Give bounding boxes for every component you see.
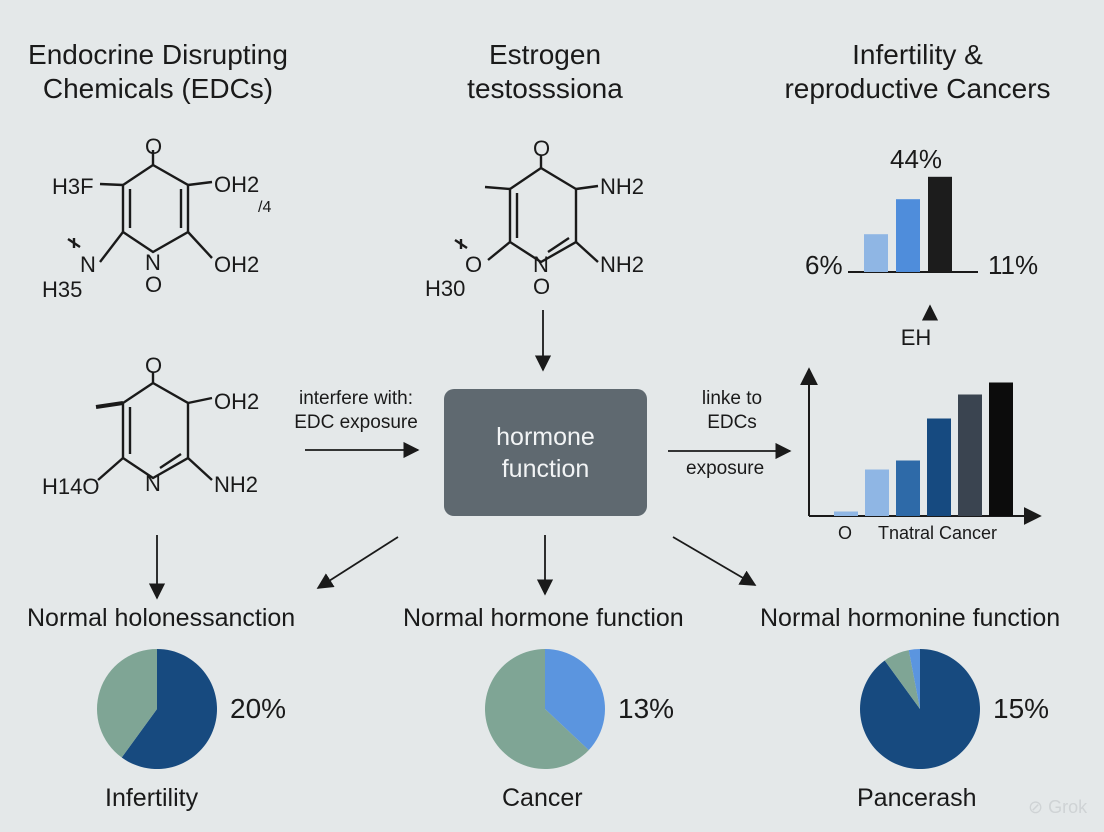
large-chart-bar xyxy=(834,511,858,516)
atom-h35: H35 xyxy=(42,277,82,302)
atom-h14o: H14O xyxy=(42,474,99,499)
small-chart-right-label: 11% xyxy=(988,250,1038,280)
label-exposure: exposure xyxy=(686,458,765,479)
atom-n-ring: N xyxy=(145,471,161,496)
pie-slice xyxy=(884,650,920,709)
large-chart-bar xyxy=(927,418,951,516)
label-linked: linke to EDCs xyxy=(701,388,763,433)
atom-oh2: OH2 xyxy=(214,172,259,197)
atom-n-ring: N xyxy=(533,252,549,277)
pie-3-percent: 15% xyxy=(993,693,1050,724)
small-chart-bar xyxy=(864,234,888,272)
heading-outcomes: Infertility & reproductive Cancers xyxy=(784,39,1051,104)
outcome-caption-2: Normal hormone function xyxy=(403,604,684,632)
bar-chart-large: O Tnatral Cancer xyxy=(800,367,1042,543)
small-chart-bar xyxy=(896,199,920,272)
large-chart-bar xyxy=(958,394,982,516)
atom-oh2: OH2 xyxy=(214,389,259,414)
hub-hormone-function: hormone function xyxy=(444,389,647,516)
atom-nh2: NH2 xyxy=(214,472,258,497)
large-chart-bar xyxy=(865,469,889,516)
molecule-edc-1-labels: O H3F OH2 /4 N N OH2 O H35 xyxy=(42,134,271,302)
atom-nh2: NH2 xyxy=(600,174,644,199)
pie-infertility xyxy=(96,649,217,769)
outcome-label-2: Cancer xyxy=(502,784,583,812)
label-interfere: interfere with: EDC exposure xyxy=(294,388,418,433)
pie-slice xyxy=(121,649,217,769)
outcome-caption-1: Normal holonessanction xyxy=(27,604,296,632)
large-chart-x-left-label: O xyxy=(838,523,852,543)
atom-nh2-b: NH2 xyxy=(600,252,644,277)
molecule-edc-1 xyxy=(67,150,213,263)
outcome-label-1: Infertility xyxy=(105,784,199,812)
outcome-caption-3: Normal hormonine function xyxy=(760,604,1061,632)
atom-o: O xyxy=(145,353,162,378)
pie-cancer xyxy=(485,649,605,769)
molecule-edc-2 xyxy=(95,372,213,481)
atom-o-left: O xyxy=(465,252,482,277)
heading-edcs: Endocrine Disrupting Chemicals (EDCs) xyxy=(28,39,288,104)
pie-slice xyxy=(96,649,157,758)
pie-slice xyxy=(545,649,605,751)
atom-o: O xyxy=(533,136,550,161)
atom-o-b: O xyxy=(145,272,162,297)
atom-sub: /4 xyxy=(258,199,271,216)
bar-chart-small: 44% 6% 11% EH xyxy=(805,144,1038,350)
pie-2-percent: 13% xyxy=(618,693,675,724)
small-chart-bar xyxy=(928,176,952,272)
molecule-hormone xyxy=(454,155,599,264)
atom-o: O xyxy=(145,134,162,159)
outcome-label-3: Pancerash xyxy=(857,784,977,812)
pie-pancerash xyxy=(860,649,980,769)
small-chart-top-label: 44% xyxy=(890,144,942,174)
heading-hormones: Estrogen testosssiona xyxy=(467,39,623,104)
atom-o-b: O xyxy=(533,274,550,299)
pie-1-percent: 20% xyxy=(230,693,287,724)
arrow-hub-to-left xyxy=(316,536,399,589)
hub-line-2: function xyxy=(501,454,590,483)
hub-line-1: hormone xyxy=(496,422,595,451)
small-chart-below-label: EH xyxy=(901,325,932,350)
arrow-hub-to-right xyxy=(672,536,757,586)
atom-n-ring: N xyxy=(145,250,161,275)
large-chart-x-label: Tnatral Cancer xyxy=(878,523,997,543)
large-chart-bar xyxy=(896,460,920,516)
atom-h3f: H3F xyxy=(52,174,94,199)
atom-n: N xyxy=(80,252,96,277)
large-chart-bar xyxy=(989,382,1013,516)
atom-oh2-b: OH2 xyxy=(214,252,259,277)
molecule-hormone-labels: O NH2 O N NH2 O H30 xyxy=(425,136,644,301)
molecule-edc-2-labels: O OH2 N NH2 H14O xyxy=(42,353,259,499)
watermark-logo: ⊘ Grok xyxy=(1028,797,1088,817)
small-chart-left-label: 6% xyxy=(805,250,843,280)
pie-slice xyxy=(485,649,589,769)
pie-slice xyxy=(908,649,920,709)
atom-h30: H30 xyxy=(425,276,465,301)
